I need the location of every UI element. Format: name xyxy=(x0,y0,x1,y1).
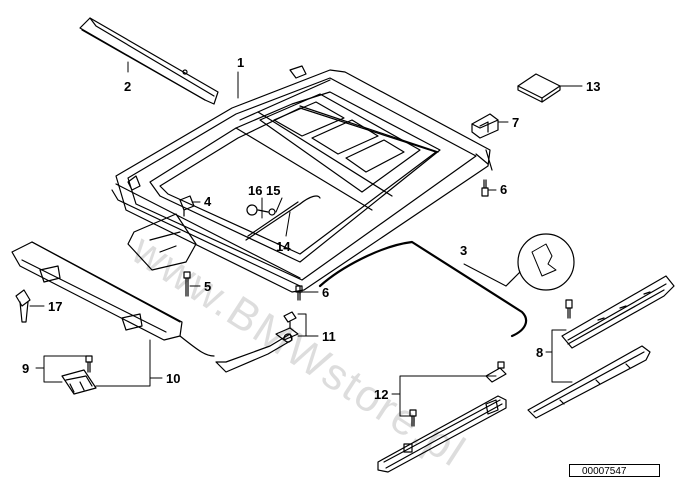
callout-13: 13 xyxy=(586,79,601,94)
part-10-wind-deflector xyxy=(11,241,293,373)
part-11-brackets xyxy=(275,311,299,341)
callout-11: 11 xyxy=(322,329,336,344)
callout-6-front: 6 xyxy=(322,285,330,300)
callout-5: 5 xyxy=(204,279,212,294)
callout-2: 2 xyxy=(124,79,132,94)
part-3-seal xyxy=(318,233,575,338)
part-14-16-cable-bolt xyxy=(245,195,321,241)
part-12-guide-rail xyxy=(377,361,507,473)
reference-number: 00007547 xyxy=(569,464,660,477)
part-1-sunroof-frame xyxy=(111,65,493,295)
callout-8: 8 xyxy=(536,345,544,360)
callout-15: 15 xyxy=(266,183,281,198)
callout-12: 12 xyxy=(374,387,389,402)
callout-10: 10 xyxy=(166,371,181,386)
callout-6-right: 6 xyxy=(500,182,508,197)
callout-17: 17 xyxy=(48,299,63,314)
part-8-guide-rail-lower xyxy=(527,345,651,419)
part-10-bracket xyxy=(61,369,97,395)
part-2-deflector-rail xyxy=(79,17,219,105)
part-6-screw-front xyxy=(295,285,303,301)
part-6-screw-right xyxy=(481,179,489,197)
part-8-guide-rail-upper xyxy=(561,275,675,349)
part-4-clip xyxy=(179,195,195,217)
part-13-pad xyxy=(517,73,561,103)
part-17-plug xyxy=(15,289,31,323)
callout-7: 7 xyxy=(512,115,520,130)
part-9-screw xyxy=(85,355,93,373)
callout-4: 4 xyxy=(204,194,212,209)
callout-9: 9 xyxy=(22,361,30,376)
part-5-screw xyxy=(183,271,191,297)
callout-1: 1 xyxy=(237,55,245,70)
leader-lines xyxy=(29,61,583,417)
callout-14: 14 xyxy=(276,239,291,254)
part-7-clip xyxy=(471,113,499,139)
callout-3: 3 xyxy=(460,243,468,258)
callout-16: 16 xyxy=(248,183,263,198)
